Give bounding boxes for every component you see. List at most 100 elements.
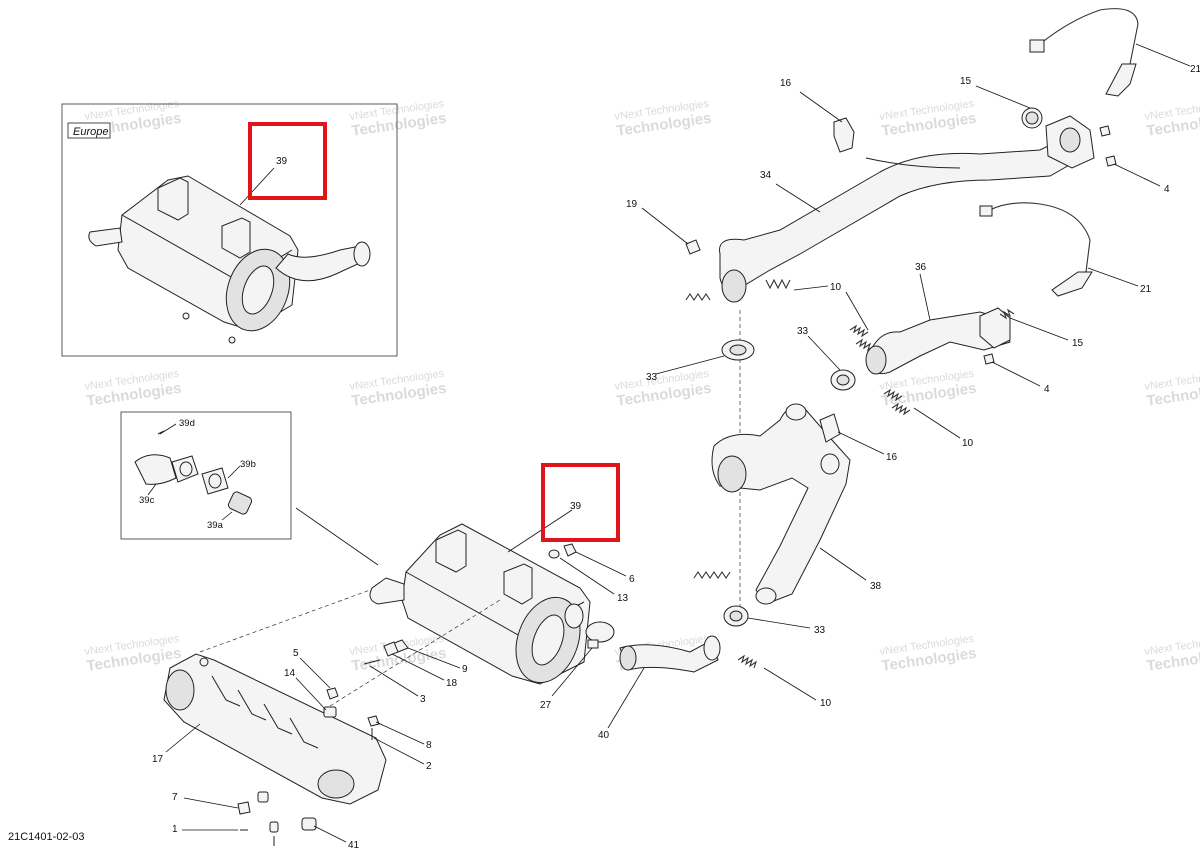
- leader-line: [551, 647, 593, 697]
- gasket-detail-inset: 39d 39b 39c 39a: [120, 411, 379, 566]
- middle-hardware: 33 33 10 10 16 19: [626, 199, 974, 463]
- nut-4: [983, 353, 995, 365]
- head-pipe-36-end: [865, 345, 887, 375]
- leader-line: [775, 183, 821, 213]
- spring: [685, 293, 711, 301]
- leader-line: [159, 423, 177, 435]
- callout-9: 9: [462, 664, 468, 675]
- o2-sensor-wire: [989, 202, 1091, 273]
- clamp-27-bolt: [587, 639, 599, 649]
- main-muffler-outlet: [531, 614, 565, 666]
- callout-16-lower: 16: [886, 452, 898, 463]
- leader-line: [1135, 43, 1191, 67]
- heat-shield-end-left: [165, 669, 195, 711]
- clip: [269, 821, 279, 833]
- callout-8: 8: [426, 740, 432, 751]
- clamp-pipe-group: 27 40: [540, 621, 721, 741]
- o2-sensor-wire: [1039, 8, 1139, 65]
- y-pipe-group: 38 10 33: [693, 403, 882, 709]
- callout-39-inset: 39: [276, 156, 288, 167]
- callout-1: 1: [172, 824, 178, 835]
- detail-spring-39a: [227, 491, 253, 515]
- head-pipe-36-group: 36 15 4 21: [865, 202, 1152, 395]
- leader-line: [763, 667, 817, 701]
- main-muffler-inlet: [564, 603, 584, 629]
- callout-39-main: 39: [570, 501, 582, 512]
- head-pipe-34-group: 34 16 15 4 21: [719, 8, 1200, 303]
- inset-nut: [182, 312, 190, 320]
- leader-line: [407, 647, 461, 669]
- nut-4: [1105, 155, 1117, 167]
- detail-connector-line: [295, 507, 379, 566]
- callout-39b: 39b: [240, 459, 256, 470]
- callout-16-top: 16: [780, 78, 792, 89]
- y-pipe-inlet-left: [717, 455, 747, 493]
- washer-13: [548, 549, 560, 559]
- leader-line: [559, 557, 615, 595]
- dashed-line: [329, 599, 501, 707]
- leader-line: [819, 547, 867, 581]
- leader-line: [991, 361, 1041, 387]
- leader-line: [793, 285, 829, 291]
- highlight-box-inset: [248, 122, 327, 200]
- spring: [883, 388, 903, 402]
- callout-33-lower: 33: [814, 625, 826, 636]
- nut-6: [563, 543, 577, 557]
- callout-27: 27: [540, 700, 552, 711]
- nut-4: [1099, 125, 1111, 137]
- callout-38: 38: [870, 581, 882, 592]
- callout-15-mid: 15: [1072, 338, 1084, 349]
- y-pipe-outlet: [755, 587, 777, 605]
- detail-gasket-hole: [208, 473, 222, 489]
- callout-40: 40: [598, 730, 610, 741]
- grommet-14: [323, 706, 337, 718]
- pipe-40: [619, 639, 719, 673]
- callout-17: 17: [152, 754, 164, 765]
- leader-line: [575, 551, 627, 577]
- europe-inset: Europe 39: [61, 103, 398, 357]
- diagram-code: 21C1401-02-03: [8, 831, 84, 843]
- leader-line: [975, 85, 1031, 109]
- heat-shield-strip: [865, 157, 961, 169]
- o2-sensor-21: [1051, 271, 1093, 297]
- callout-6: 6: [629, 574, 635, 585]
- callout-10-mid: 10: [962, 438, 974, 449]
- detail-flange-hole: [179, 461, 193, 477]
- leader-line: [369, 665, 419, 697]
- clip-7: [237, 801, 251, 815]
- callout-21-mid: 21: [1140, 284, 1152, 295]
- spring: [849, 324, 869, 338]
- callout-34: 34: [760, 170, 772, 181]
- gasket-33-hole: [729, 610, 743, 622]
- callout-4-top: 4: [1164, 184, 1170, 195]
- grommet-41: [301, 817, 317, 831]
- callout-13: 13: [617, 593, 629, 604]
- pipe-40-flange: [703, 635, 721, 661]
- callout-4-mid: 4: [1044, 384, 1050, 395]
- heat-shield-ribs: [211, 675, 319, 749]
- leader-line: [641, 207, 689, 245]
- leader-line: [845, 291, 869, 331]
- europe-label: Europe: [73, 126, 108, 138]
- inset-inlet-pipe: [88, 227, 123, 247]
- gasket-15-hole: [1025, 111, 1039, 125]
- leader-line: [299, 657, 331, 689]
- spring: [891, 402, 911, 416]
- inset-tailpipe-end: [353, 241, 371, 267]
- detail-pipe-39c: [134, 454, 177, 485]
- europe-inset-frame: [61, 103, 398, 357]
- leader-line: [227, 465, 241, 479]
- callout-33-mid: 33: [797, 326, 809, 337]
- main-bracket-top: [435, 529, 467, 573]
- leader-line: [913, 407, 961, 439]
- hanger-16: [819, 413, 841, 443]
- leader-line: [373, 737, 425, 765]
- spring-10: [693, 571, 731, 579]
- leader-line: [747, 617, 811, 629]
